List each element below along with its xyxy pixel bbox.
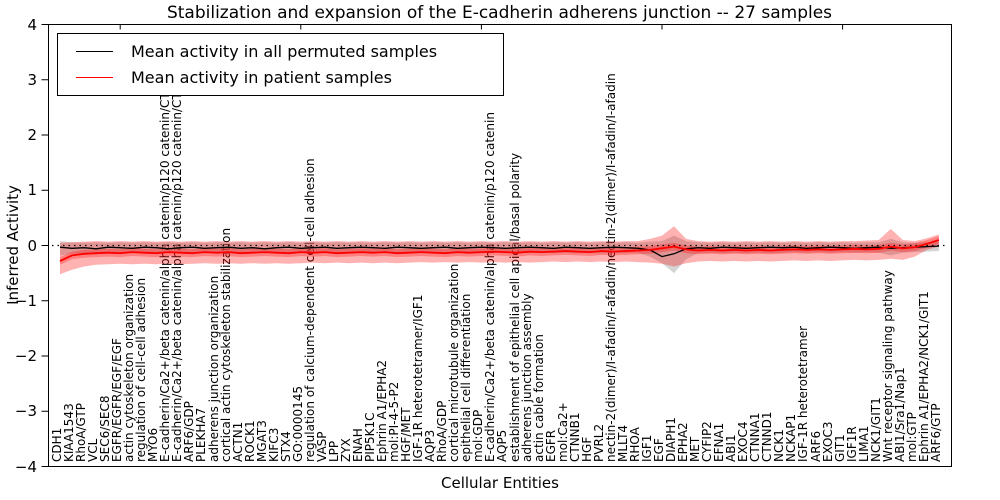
patient-mean-line <box>59 239 940 262</box>
patient-line-swatch <box>76 77 113 79</box>
y-tick-label: 3 <box>27 70 37 89</box>
y-tick-label: −1 <box>14 291 37 310</box>
permuted-mean-line <box>59 245 939 258</box>
y-tick-label: −3 <box>14 402 37 421</box>
legend-label: Mean activity in all permuted samples <box>131 41 438 61</box>
y-axis-label: Inferred Activity <box>4 185 22 305</box>
y-tick-label: 4 <box>27 15 37 34</box>
permuted-line-swatch <box>76 50 113 52</box>
y-tick-label: −2 <box>14 347 37 365</box>
legend-label: Mean activity in patient samples <box>131 68 392 88</box>
patient-inner-band <box>60 236 939 265</box>
permuted-range-band <box>60 235 939 274</box>
y-tick-label: −4 <box>14 457 37 476</box>
legend-item-patient: Mean activity in patient samples <box>76 68 503 87</box>
legend: Mean activity in all permuted samples Me… <box>57 33 504 96</box>
y-tick-label: 0 <box>27 236 37 255</box>
chart-title: Stabilization and expansion of the E-cad… <box>166 3 833 23</box>
legend-item-permuted: Mean activity in all permuted samples <box>76 42 503 61</box>
x-axis-label: Cellular Entities <box>441 474 559 492</box>
y-tick-label: 1 <box>27 181 37 200</box>
patient-range-band <box>60 226 939 275</box>
y-tick-label: 2 <box>27 126 37 144</box>
